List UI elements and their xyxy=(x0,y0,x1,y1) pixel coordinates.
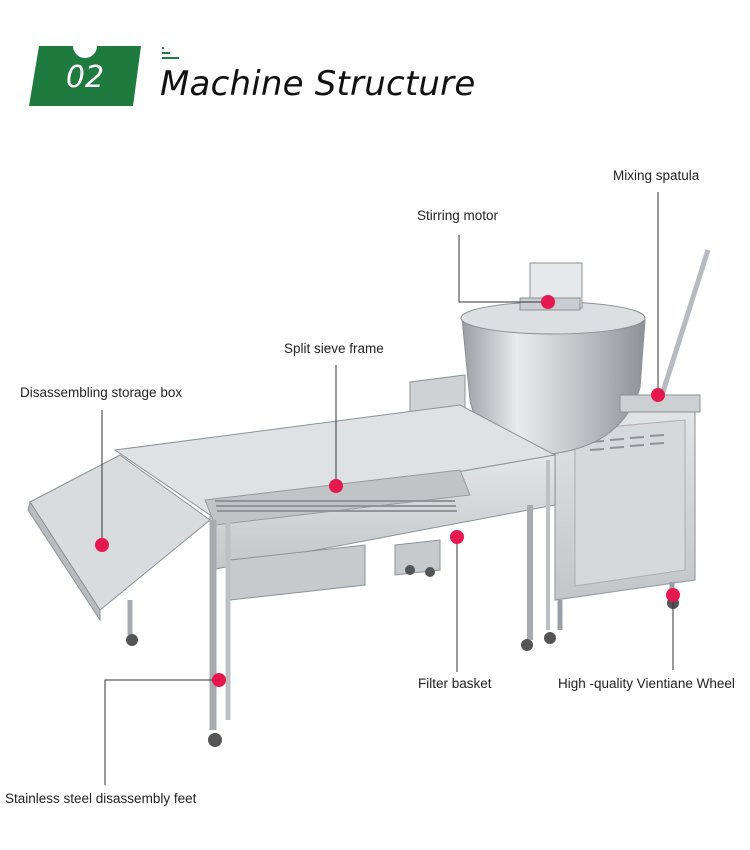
marker-wheel xyxy=(666,588,680,602)
list-icon xyxy=(162,47,179,59)
marker-mixing-spatula xyxy=(651,388,665,402)
callout-wheel: High -quality Vientiane Wheel xyxy=(558,676,735,691)
marker-stirring-motor xyxy=(541,295,555,309)
marker-feet xyxy=(212,673,226,687)
callout-stirring-motor: Stirring motor xyxy=(417,208,499,223)
section-badge xyxy=(29,46,141,106)
callout-feet: Stainless steel disassembly feet xyxy=(5,791,197,806)
callout-storage-box: Disassembling storage box xyxy=(20,385,183,400)
page-title: Machine Structure xyxy=(160,64,476,104)
callout-mixing-spatula: Mixing spatula xyxy=(613,168,700,183)
marker-filter-basket xyxy=(450,530,464,544)
marker-split-sieve-frame xyxy=(329,479,343,493)
callout-filter-basket: Filter basket xyxy=(418,676,492,691)
section-number: 02 xyxy=(65,60,105,95)
marker-storage-box xyxy=(95,538,109,552)
callout-split-sieve-frame: Split sieve frame xyxy=(284,341,384,356)
